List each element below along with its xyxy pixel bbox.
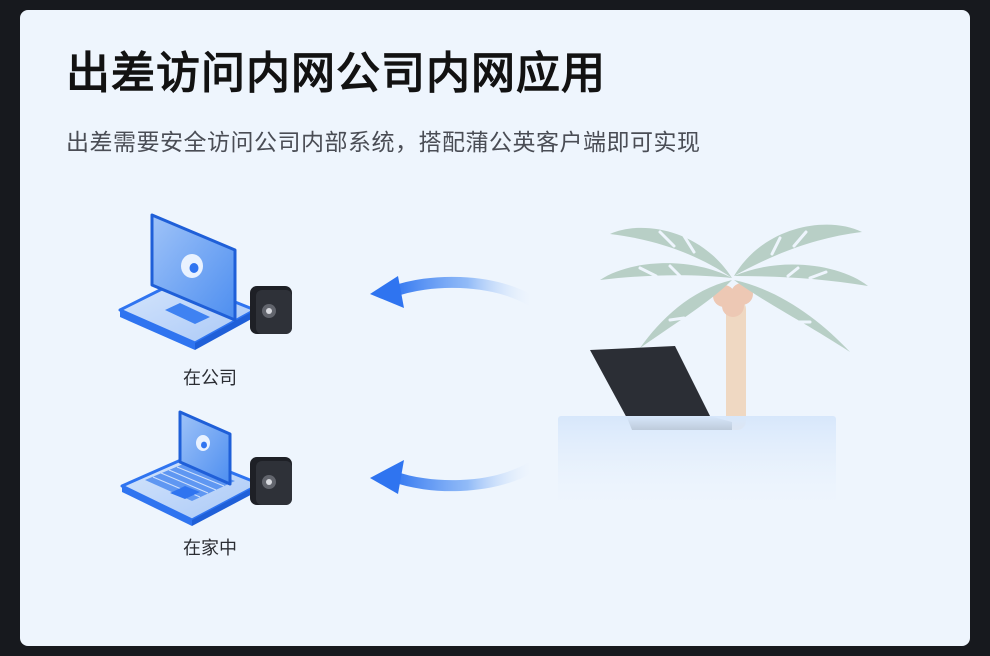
feature-card: 出差访问内网公司内网应用 出差需要安全访问公司内部系统，搭配蒲公英客户端即可实现 [20,10,970,646]
home-laptop-icon [120,410,262,526]
page-title: 出差访问内网公司内网应用 [66,48,606,99]
arrow-to-home-icon [370,460,536,494]
label-home: 在家中 [183,538,237,559]
home-router-icon [250,457,292,505]
office-computer-icon [118,213,257,350]
palm-tree-icon [600,224,868,430]
page-subtitle: 出差需要安全访问公司内部系统，搭配蒲公英客户端即可实现 [66,130,701,156]
desk-icon [558,416,836,508]
label-office: 在公司 [183,368,237,389]
illustration [118,213,868,526]
office-router-icon [250,286,292,334]
arrow-to-office-icon [370,276,536,308]
